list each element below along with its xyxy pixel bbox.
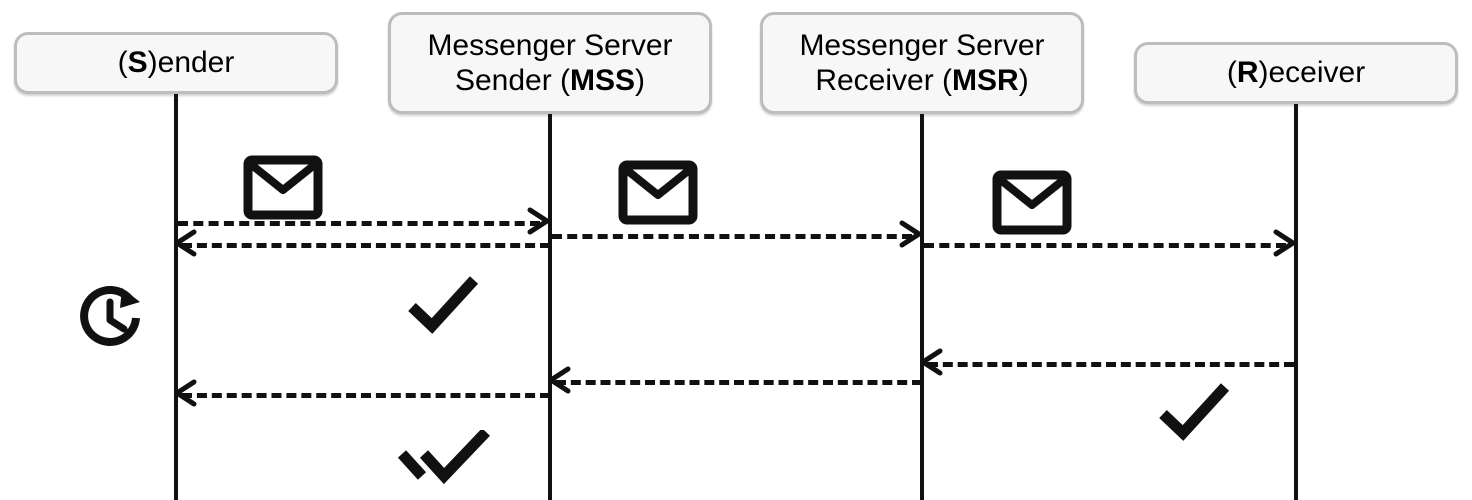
lifeline-receiver xyxy=(1294,104,1298,500)
participant-label-receiver: (R)eceiver xyxy=(1226,56,1366,90)
lifeline-mss xyxy=(548,114,552,500)
icon-meaning-env2: message relayed xyxy=(0,0,1,1)
arrowhead-left-sender-1 xyxy=(172,229,197,257)
arrowhead-right-receiver-1 xyxy=(1272,229,1296,257)
icon-meaning-check2: received acknowledgement xyxy=(0,0,1,1)
diagram-title: Messenger delivery sequence with retry xyxy=(0,0,1,1)
arrowhead-left-msr-1 xyxy=(918,348,943,376)
icon-meaning-env1: message sent xyxy=(0,0,1,1)
message-line-mss-to-sender-2 xyxy=(182,393,550,398)
icon-meaning-retry: pending / retry timer on sender xyxy=(0,0,1,1)
arrowhead-right-msr-1 xyxy=(898,220,922,248)
single-check-icon xyxy=(404,273,482,335)
double-check-icon xyxy=(398,430,494,496)
message-line-mss-to-msr xyxy=(552,234,912,239)
icon-meaning-env3: message delivered to receiver xyxy=(0,0,1,1)
icon-meaning-doublecheck: delivered acknowledgement xyxy=(0,0,1,1)
arrowhead-left-sender-2 xyxy=(172,379,197,407)
message-line-msr-to-receiver xyxy=(924,243,1286,248)
participant-box-sender[interactable]: (S)ender xyxy=(14,32,338,94)
envelope-icon xyxy=(618,160,698,225)
message-line-sender-to-mss xyxy=(178,221,540,226)
message-line-msr-to-mss xyxy=(556,380,922,385)
envelope-icon xyxy=(992,170,1072,235)
envelope-icon xyxy=(243,155,323,220)
clock-retry-icon xyxy=(72,280,148,356)
message-line-mss-to-sender xyxy=(182,243,550,248)
arrowhead-right-mss-1 xyxy=(526,207,550,235)
icon-meaning-check1: sent acknowledgement xyxy=(0,0,1,1)
arrowhead-left-mss-1 xyxy=(546,366,571,394)
lifeline-sender xyxy=(174,94,178,500)
participant-label-sender: (S)ender xyxy=(117,46,235,80)
participant-box-receiver[interactable]: (R)eceiver xyxy=(1134,42,1458,104)
single-check-icon xyxy=(1155,380,1233,442)
lifeline-msr xyxy=(920,114,924,500)
message-line-receiver-to-msr xyxy=(928,362,1294,367)
